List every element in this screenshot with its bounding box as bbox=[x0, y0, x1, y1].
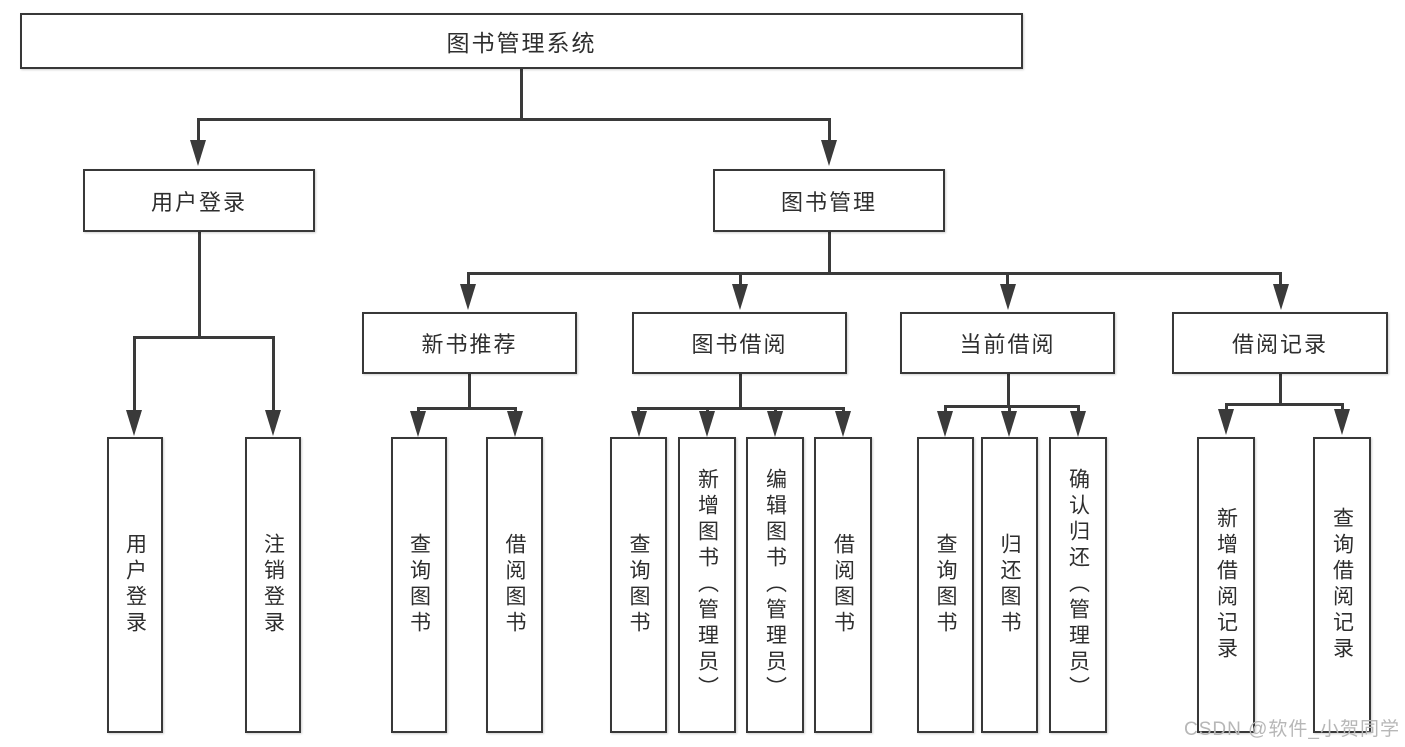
arrowhead-down-icon bbox=[1000, 284, 1016, 310]
connector-line bbox=[520, 69, 523, 118]
node-label: 新书推荐 bbox=[421, 332, 518, 357]
arrowhead-down-icon bbox=[1334, 409, 1350, 435]
node-user-login: 用户登录 bbox=[83, 169, 315, 232]
leaf-user-login: 用户登录 bbox=[107, 437, 163, 733]
node-library-management-system: 图书管理系统 bbox=[20, 13, 1023, 69]
connector-line bbox=[468, 374, 471, 407]
connector-line bbox=[944, 405, 947, 413]
connector-line bbox=[198, 232, 201, 336]
arrowhead-down-icon bbox=[1218, 409, 1234, 435]
connector-line bbox=[1225, 403, 1228, 411]
connector-line bbox=[637, 407, 640, 413]
arrowhead-down-icon bbox=[631, 411, 647, 437]
node-new-book-recommendation: 新书推荐 bbox=[362, 312, 577, 374]
node-label: 用户登录 bbox=[123, 533, 147, 637]
arrowhead-down-icon bbox=[1273, 284, 1289, 310]
arrowhead-down-icon bbox=[835, 411, 851, 437]
node-book-borrowing: 图书借阅 bbox=[632, 312, 847, 374]
node-label: 编辑图书（管理员） bbox=[763, 468, 787, 702]
node-label: 借阅记录 bbox=[1231, 332, 1328, 357]
connector-line bbox=[197, 118, 831, 121]
connector-line bbox=[197, 118, 200, 142]
connector-line bbox=[828, 118, 831, 142]
connector-line bbox=[1008, 405, 1011, 413]
node-label: 查询图书 bbox=[407, 533, 431, 637]
connector-line bbox=[133, 336, 274, 339]
arrowhead-down-icon bbox=[410, 411, 426, 437]
connector-line bbox=[774, 407, 777, 413]
connector-line bbox=[739, 374, 742, 407]
connector-line bbox=[133, 336, 136, 412]
node-label: 新增借阅记录 bbox=[1214, 507, 1238, 663]
node-book-management: 图书管理 bbox=[713, 169, 945, 232]
node-label: 查询借阅记录 bbox=[1330, 507, 1354, 663]
arrowhead-down-icon bbox=[126, 410, 142, 436]
connector-line bbox=[828, 232, 831, 272]
connector-line bbox=[706, 407, 709, 413]
arrowhead-down-icon bbox=[190, 140, 206, 166]
leaf-records-add-record: 新增借阅记录 bbox=[1197, 437, 1255, 733]
arrowhead-down-icon bbox=[1070, 411, 1086, 437]
connector-line bbox=[417, 407, 517, 410]
connector-line bbox=[417, 407, 420, 413]
arrowhead-down-icon bbox=[732, 284, 748, 310]
connector-line bbox=[945, 405, 1080, 408]
connector-line bbox=[467, 272, 1282, 275]
node-label: 借阅图书 bbox=[831, 533, 855, 637]
arrowhead-down-icon bbox=[767, 411, 783, 437]
node-label: 注销登录 bbox=[261, 533, 285, 637]
connector-line bbox=[272, 336, 275, 412]
connector-line bbox=[1007, 374, 1010, 407]
node-current-borrowing: 当前借阅 bbox=[900, 312, 1115, 374]
connector-line bbox=[1279, 272, 1282, 286]
node-label: 新增图书（管理员） bbox=[695, 468, 719, 702]
node-label: 借阅图书 bbox=[503, 533, 526, 637]
leaf-borrowing-add-book-admin: 新增图书（管理员） bbox=[678, 437, 736, 733]
leaf-logout: 注销登录 bbox=[245, 437, 301, 733]
node-label: 归还图书 bbox=[998, 533, 1021, 637]
connector-line bbox=[1341, 403, 1344, 411]
leaf-current-return-book: 归还图书 bbox=[981, 437, 1038, 733]
connector-line bbox=[514, 407, 517, 413]
arrowhead-down-icon bbox=[699, 411, 715, 437]
csdn-watermark: CSDN @软件_小贺同学 bbox=[1184, 719, 1400, 740]
node-borrowing-records: 借阅记录 bbox=[1172, 312, 1388, 374]
connector-line bbox=[1225, 403, 1344, 406]
arrowhead-down-icon bbox=[507, 411, 523, 437]
arrowhead-down-icon bbox=[821, 140, 837, 166]
node-label: 图书借阅 bbox=[691, 332, 788, 357]
leaf-borrowing-edit-book-admin: 编辑图书（管理员） bbox=[746, 437, 804, 733]
connector-line bbox=[467, 272, 470, 286]
leaf-records-query-record: 查询借阅记录 bbox=[1313, 437, 1371, 733]
node-label: 查询图书 bbox=[627, 533, 650, 637]
node-label: 用户登录 bbox=[150, 189, 247, 215]
connector-line bbox=[1279, 374, 1282, 403]
connector-line bbox=[1077, 405, 1080, 413]
node-label: 图书管理系统 bbox=[446, 30, 597, 56]
connector-line bbox=[1006, 272, 1009, 286]
connector-line bbox=[842, 407, 845, 413]
connector-line bbox=[638, 407, 845, 410]
arrowhead-down-icon bbox=[937, 411, 953, 437]
leaf-borrowing-query-book: 查询图书 bbox=[610, 437, 667, 733]
leaf-current-query-book: 查询图书 bbox=[917, 437, 974, 733]
arrowhead-down-icon bbox=[1001, 411, 1017, 437]
node-label: 图书管理 bbox=[780, 189, 877, 215]
connector-line bbox=[739, 272, 742, 286]
leaf-current-confirm-return-admin: 确认归还（管理员） bbox=[1049, 437, 1107, 733]
leaf-borrowing-borrow-book: 借阅图书 bbox=[814, 437, 872, 733]
node-label: 确认归还（管理员） bbox=[1066, 468, 1090, 702]
leaf-newbook-query-book: 查询图书 bbox=[391, 437, 447, 733]
leaf-newbook-borrow-book: 借阅图书 bbox=[486, 437, 543, 733]
node-label: 当前借阅 bbox=[959, 332, 1056, 357]
arrowhead-down-icon bbox=[460, 284, 476, 310]
arrowhead-down-icon bbox=[265, 410, 281, 436]
node-label: 查询图书 bbox=[934, 533, 957, 637]
